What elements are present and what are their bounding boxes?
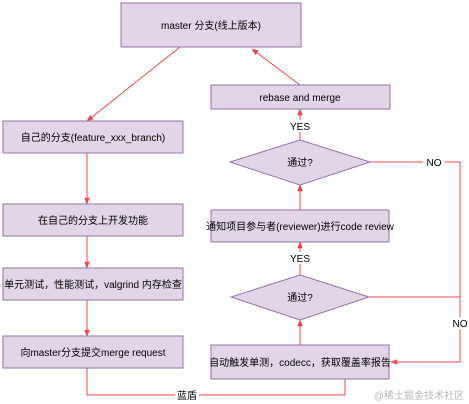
node-rebase-merge-label: rebase and merge (259, 93, 341, 104)
node-pass-tests-label: 通过? (287, 291, 313, 304)
yes-bottom-label: YES (290, 254, 310, 265)
node-own-branch: 自己的分支(feature_xxx_branch) (2, 120, 184, 154)
node-auto-tests-label: 自动触发单测，codecc，获取覆盖率报告 (209, 356, 391, 369)
node-develop-label: 在自己的分支上开发功能 (38, 214, 148, 227)
edge-labels: YES NO YES NO 蓝盾 (175, 120, 469, 402)
node-unit-test: 单元测试，性能测试，valgrind 内存检查 (2, 267, 184, 301)
node-develop: 在自己的分支上开发功能 (2, 203, 184, 237)
node-pass-review-label: 通过? (287, 156, 313, 169)
node-merge-request-label: 向master分支提交merge request (20, 346, 165, 359)
node-merge-request: 向master分支提交merge request (2, 335, 184, 369)
node-master-branch-label: master 分支(线上版本) (161, 19, 261, 32)
edge-review-no-to-auto-tests (370, 161, 461, 365)
yes-top-label: YES (290, 122, 310, 133)
node-pass-tests: 通过? (229, 274, 371, 321)
node-unit-test-label: 单元测试，性能测试，valgrind 内存检查 (4, 278, 182, 291)
edge-rebase-to-master (251, 48, 301, 86)
no-top-label-bg (423, 156, 445, 168)
edge-master-to-own-branch (86, 46, 181, 122)
node-auto-tests: 自动触发单测，codecc，获取覆盖率报告 (209, 344, 391, 380)
node-rebase-merge: rebase and merge (210, 84, 391, 110)
node-notify-review: 通知项目参与者(reviewer)进行code review (206, 209, 395, 243)
trigger-label-bg (175, 389, 199, 401)
yes-top-label-bg (286, 120, 314, 132)
node-own-branch-label: 自己的分支(feature_xxx_branch) (21, 131, 166, 144)
node-pass-review: 通过? (228, 139, 372, 186)
no-top-label: NO (427, 158, 442, 169)
no-bottom-label-bg (449, 317, 469, 329)
trigger-label: 蓝盾 (177, 390, 197, 402)
node-notify-review-label: 通知项目参与者(reviewer)进行code review (206, 220, 395, 233)
no-bottom-label: NO (453, 319, 468, 330)
yes-bottom-label-bg (286, 252, 314, 264)
node-master-branch: master 分支(线上版本) (120, 2, 302, 48)
watermark-text: @稀土掘金技术社区 (374, 389, 464, 402)
